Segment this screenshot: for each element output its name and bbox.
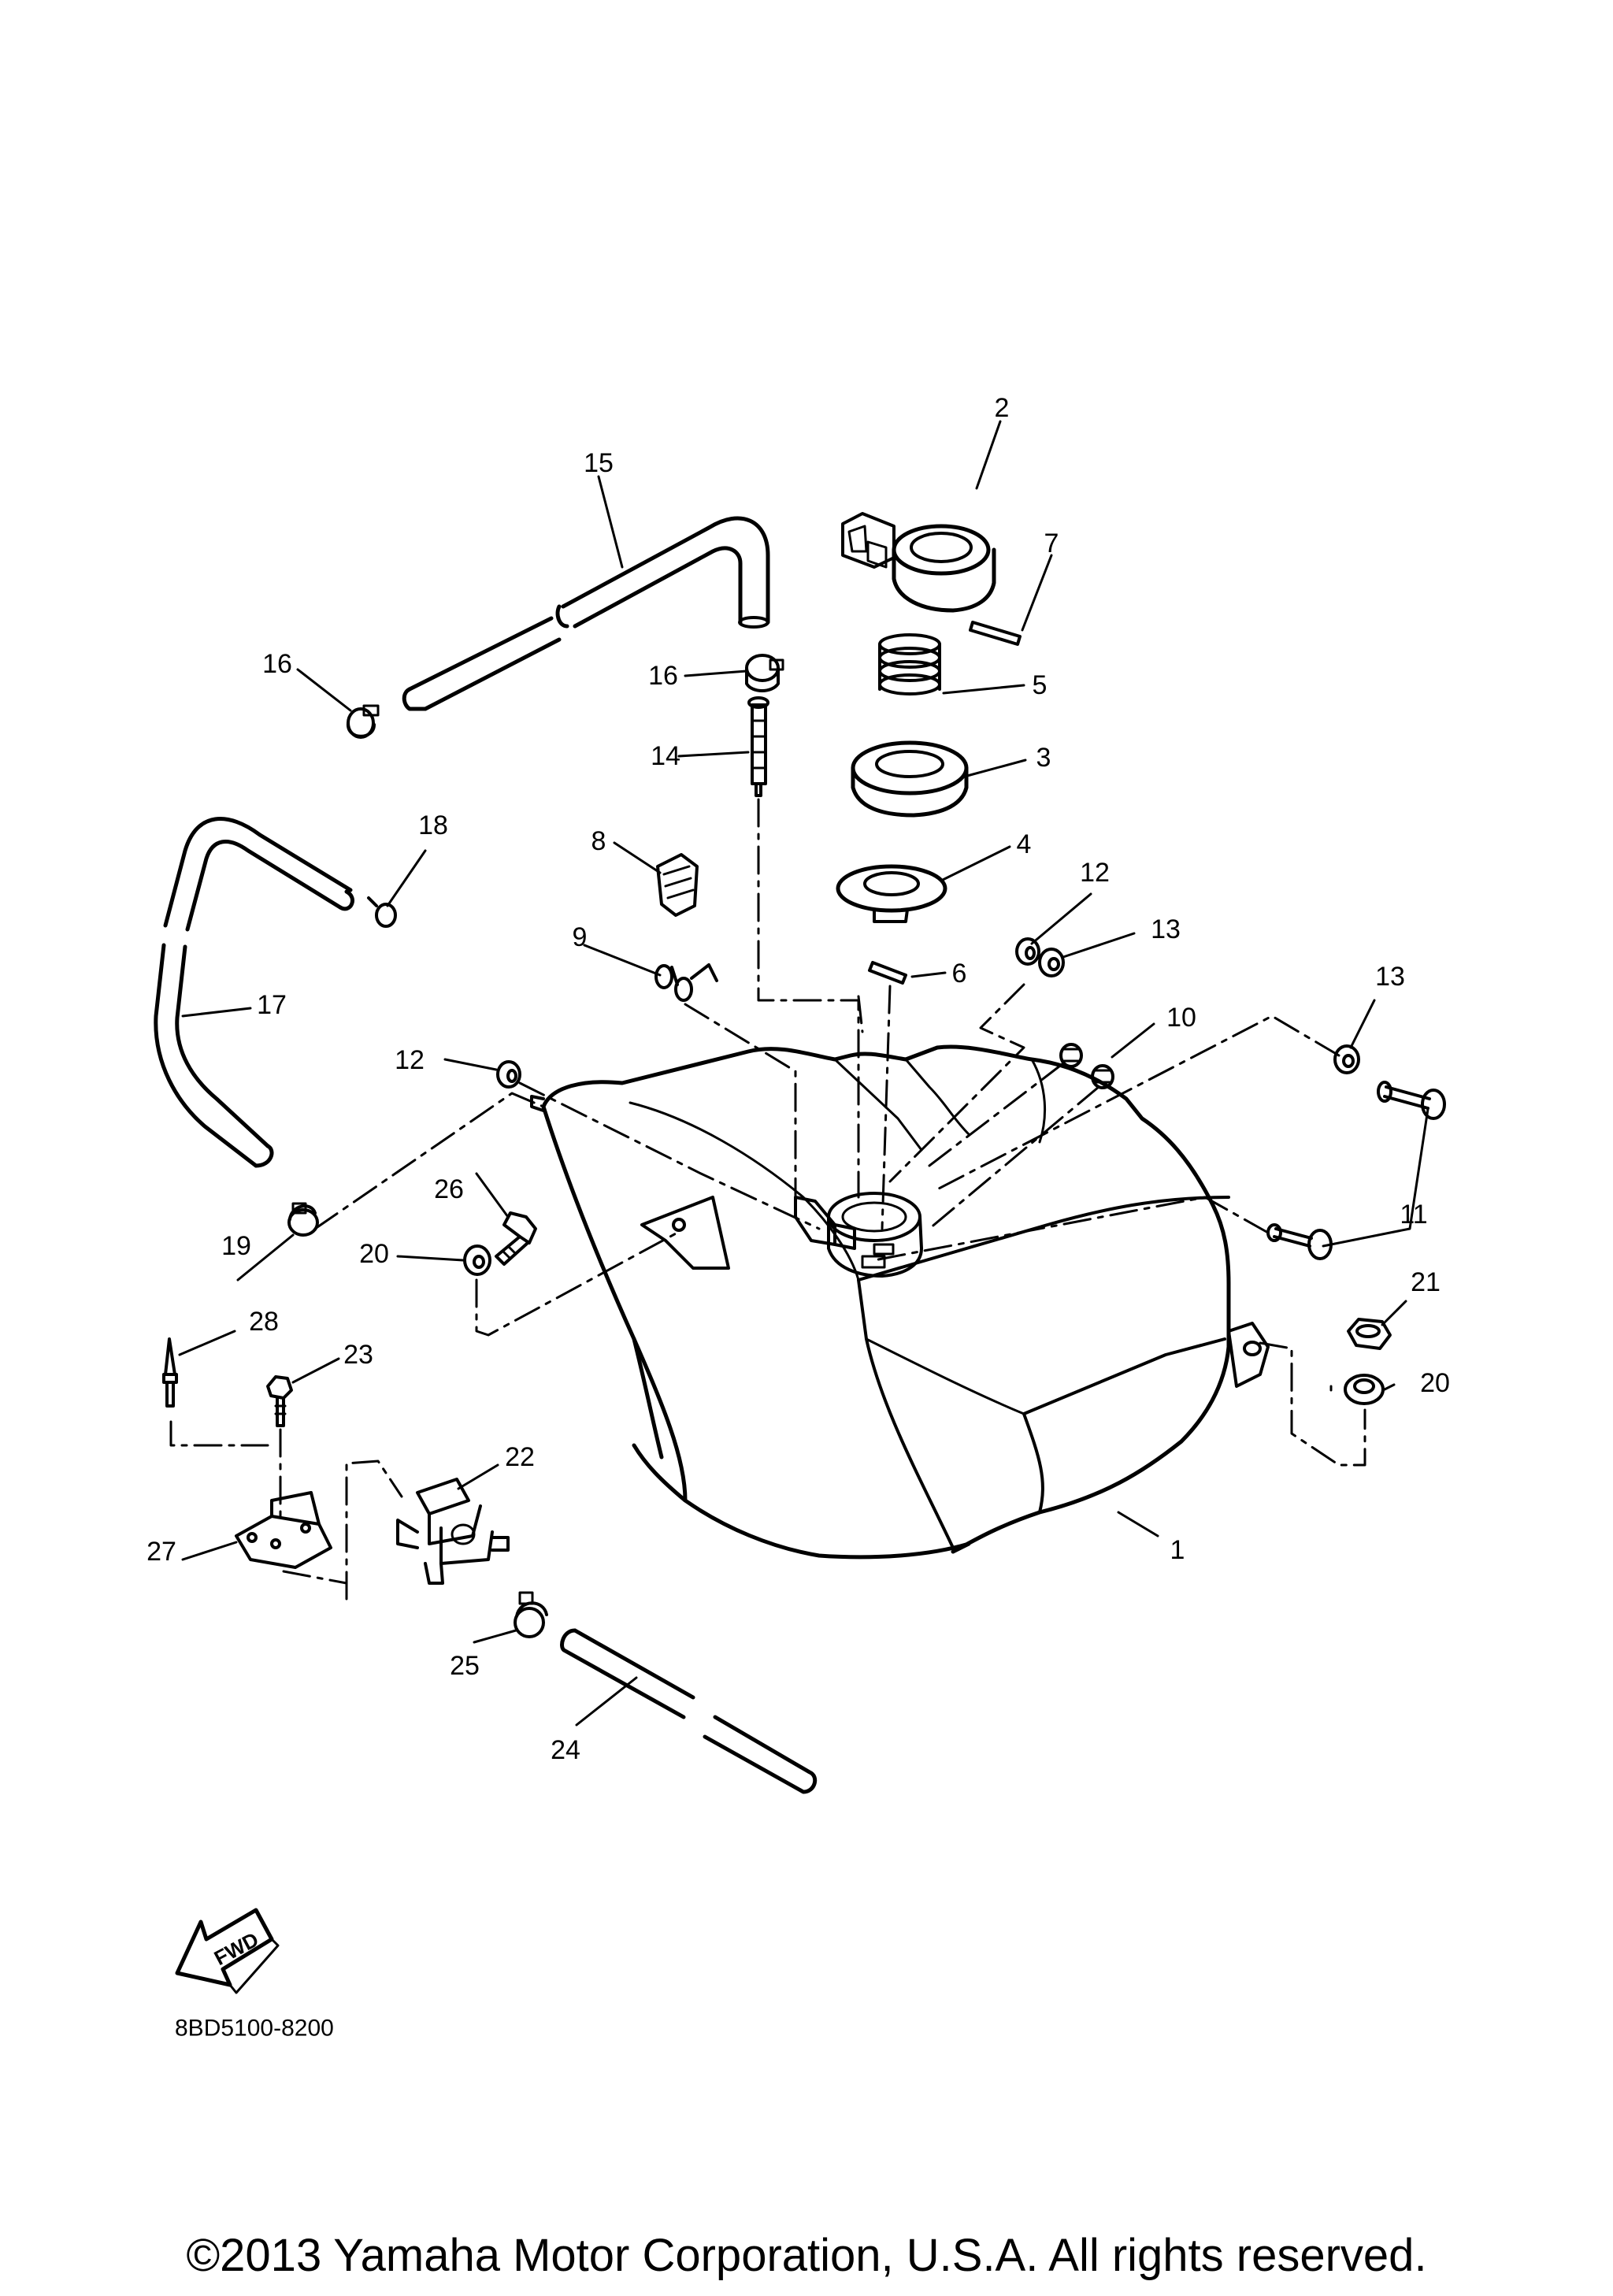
- label-part-16a: 16: [262, 649, 292, 679]
- washer-12b[interactable]: [496, 1060, 521, 1089]
- label-part-15: 15: [584, 448, 614, 478]
- fuel-cap[interactable]: [841, 512, 996, 613]
- label-part-26: 26: [434, 1174, 464, 1204]
- label-part-4: 4: [1017, 829, 1032, 859]
- label-part-21: 21: [1411, 1267, 1441, 1297]
- nut-21[interactable]: [1347, 1318, 1392, 1350]
- part-labels: 2 7 5 3 4 6 8 9 10 11 12 12 13 13 14 15 …: [146, 393, 1450, 1765]
- rivet-28[interactable]: [162, 1337, 178, 1408]
- label-part-10: 10: [1166, 1003, 1196, 1033]
- label-part-11: 11: [1400, 1200, 1427, 1230]
- grommet-10[interactable]: [1059, 1043, 1114, 1089]
- label-part-9: 9: [573, 922, 588, 952]
- label-part-12b: 12: [395, 1045, 425, 1075]
- cap-8[interactable]: [656, 853, 699, 917]
- label-part-14: 14: [651, 741, 680, 771]
- forward-arrow-icon: FWD: [175, 1908, 280, 1994]
- label-part-6: 6: [952, 959, 967, 989]
- fuel-tank[interactable]: [530, 1044, 1270, 1560]
- bolt-11b[interactable]: [1266, 1223, 1333, 1260]
- bolt-11a[interactable]: [1377, 1081, 1446, 1120]
- label-part-1: 1: [1170, 1535, 1185, 1565]
- cap-gasket[interactable]: [851, 740, 969, 818]
- hose-clamp-16b[interactable]: [745, 654, 784, 692]
- hose-clamp-19[interactable]: [287, 1202, 319, 1237]
- label-part-25: 25: [450, 1651, 480, 1681]
- washer-12a[interactable]: [1015, 937, 1040, 966]
- label-part-13b: 13: [1375, 962, 1405, 992]
- washer-13a[interactable]: [1038, 948, 1065, 977]
- fuel-hose-24[interactable]: [560, 1628, 818, 1794]
- label-part-24: 24: [551, 1735, 580, 1765]
- breather-hose-15[interactable]: [402, 516, 770, 711]
- washer-20a[interactable]: [463, 1244, 491, 1276]
- cap-pin[interactable]: [969, 621, 1022, 646]
- cap-spring[interactable]: [878, 633, 941, 695]
- label-part-7: 7: [1044, 529, 1059, 558]
- cap-seal[interactable]: [836, 864, 947, 923]
- hose-clamp-25[interactable]: [514, 1591, 548, 1638]
- label-part-16b: 16: [648, 661, 678, 691]
- label-part-20b: 20: [1420, 1368, 1450, 1398]
- diagram-code: 8BD5100-8200: [175, 2016, 334, 2042]
- washer-13b[interactable]: [1333, 1044, 1360, 1074]
- label-part-20a: 20: [359, 1239, 389, 1269]
- label-part-3: 3: [1036, 743, 1051, 773]
- label-part-27: 27: [146, 1537, 176, 1567]
- label-part-5: 5: [1033, 670, 1048, 700]
- label-part-23: 23: [343, 1340, 373, 1370]
- bolt-26[interactable]: [495, 1211, 537, 1266]
- label-part-8: 8: [591, 826, 606, 856]
- pin-6[interactable]: [868, 961, 907, 985]
- label-part-12a: 12: [1080, 858, 1110, 888]
- fuel-cock-22[interactable]: [396, 1478, 510, 1585]
- clip-18[interactable]: [367, 896, 397, 928]
- label-part-2: 2: [995, 393, 1010, 423]
- label-part-17: 17: [257, 990, 287, 1020]
- screw-23[interactable]: [266, 1375, 293, 1427]
- label-part-18: 18: [418, 810, 448, 840]
- label-part-22: 22: [505, 1442, 535, 1472]
- spring-clip-9[interactable]: [654, 963, 718, 1002]
- label-part-19: 19: [221, 1231, 251, 1261]
- filter-14[interactable]: [747, 696, 769, 797]
- breather-hose-17[interactable]: [154, 817, 354, 1168]
- label-part-13a: 13: [1151, 914, 1181, 944]
- washer-20b[interactable]: [1344, 1374, 1385, 1405]
- label-part-28: 28: [249, 1307, 279, 1337]
- assembly-lines: [169, 798, 1366, 1601]
- leader-lines: [178, 420, 1429, 1727]
- hose-clamp-16a[interactable]: [347, 704, 380, 739]
- copyright-notice: ©2013 Yamaha Motor Corporation, U.S.A. A…: [186, 2230, 1427, 2281]
- bracket-27[interactable]: [235, 1491, 332, 1569]
